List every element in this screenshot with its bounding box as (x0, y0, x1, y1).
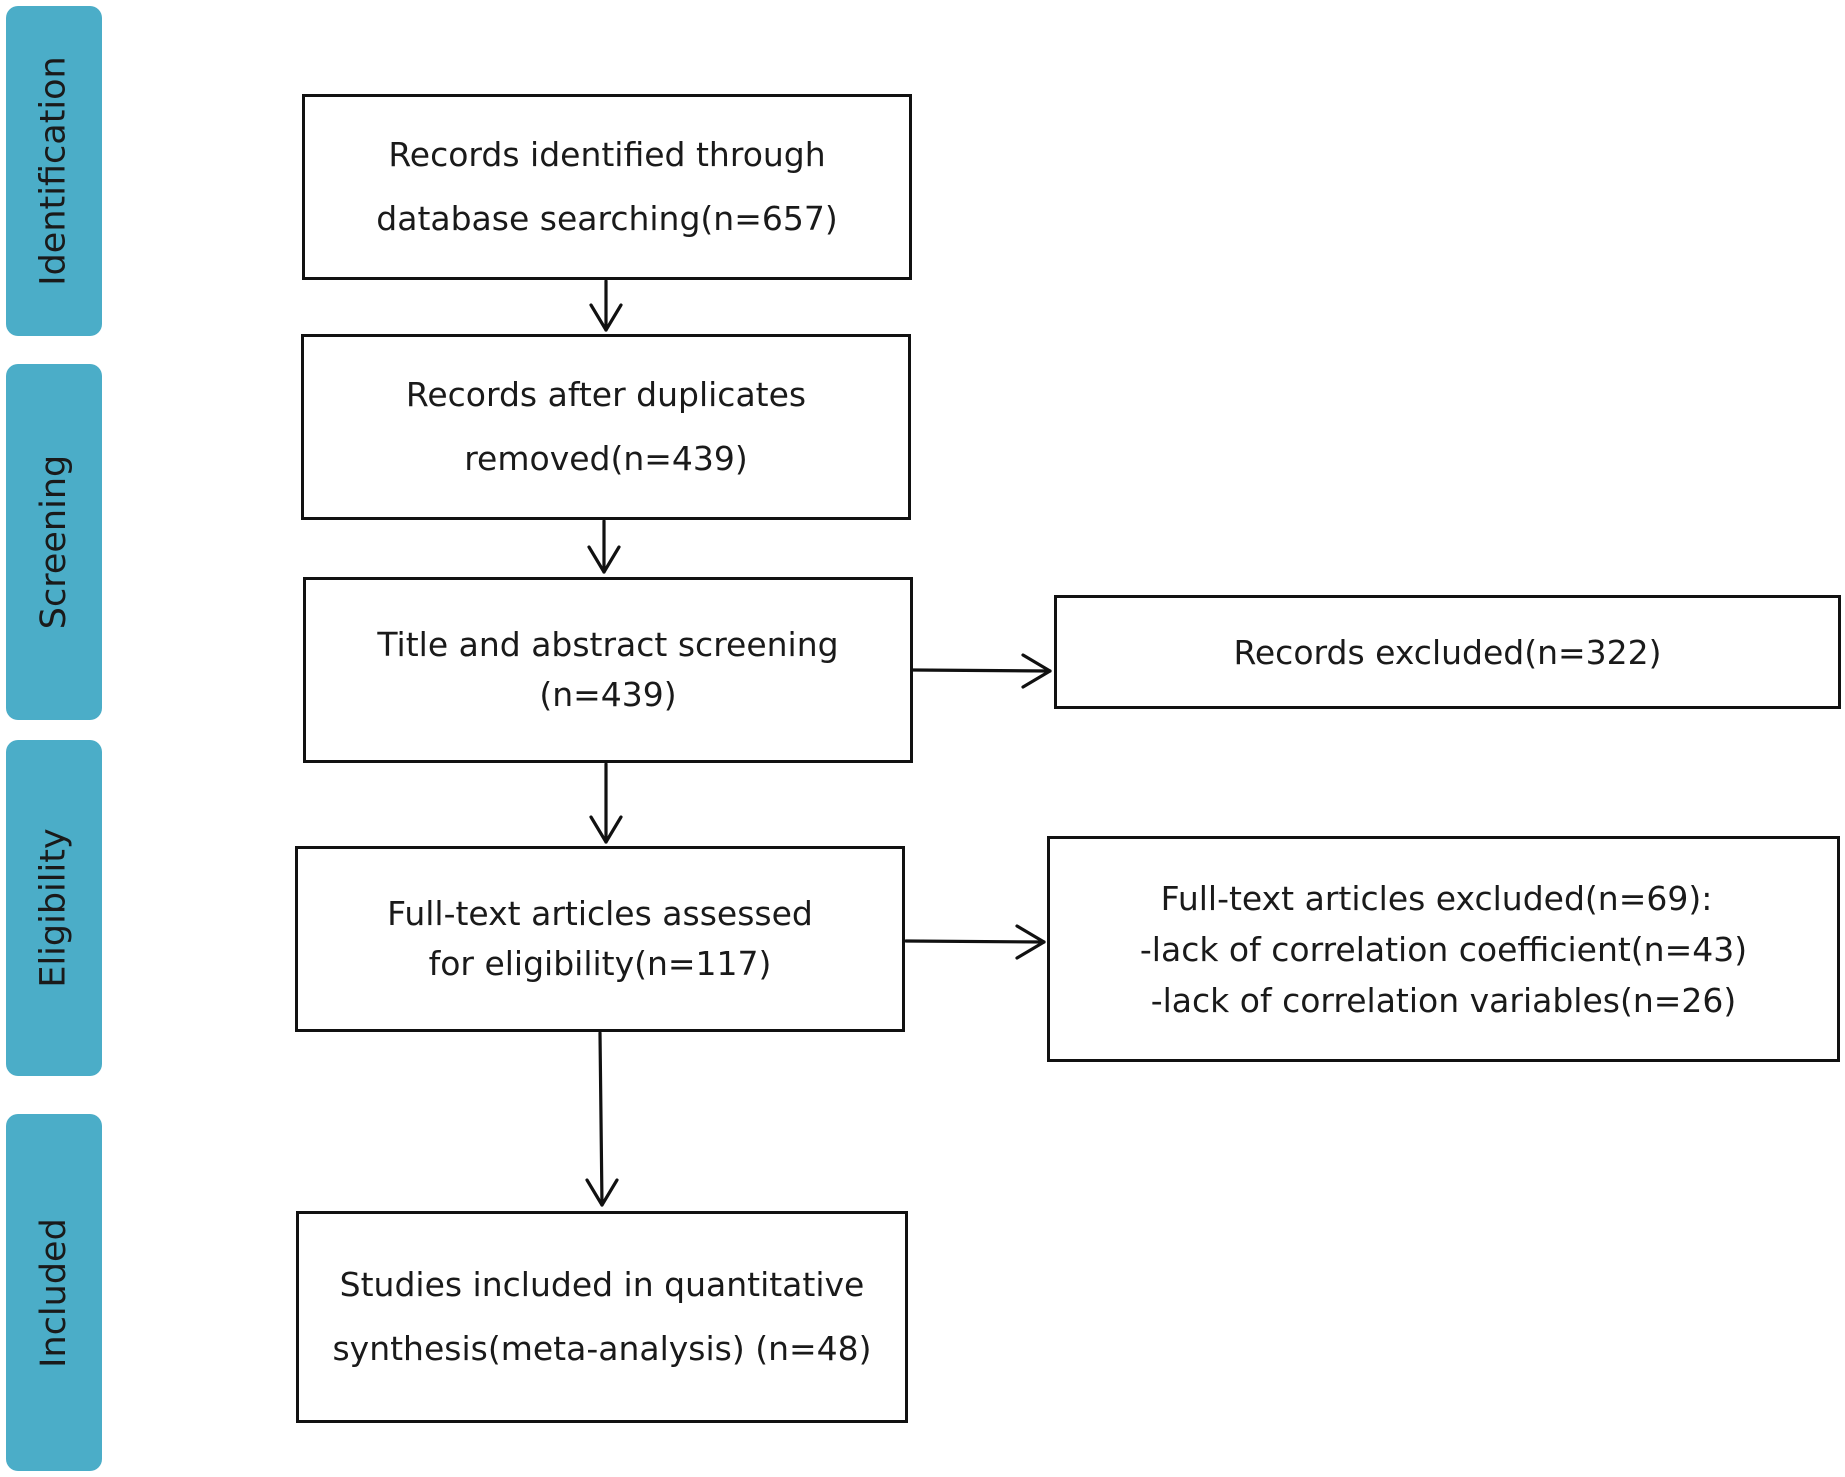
stage-eligibility-label: Eligibility (34, 828, 74, 988)
records-identified-text-2: database searching(n=657) (376, 199, 838, 238)
records-deduplicated-box: Records after duplicates removed(n=439) (301, 334, 911, 520)
stage-included-bar: Included (6, 1114, 102, 1471)
stage-screening-bar: Screening (6, 364, 102, 720)
stage-identification-bar: Identification (6, 6, 102, 336)
arrow-screening-to-excluded (911, 653, 1052, 689)
arrow-assessed-to-included (585, 1031, 619, 1207)
full-text-assessed-box: Full-text articles assessed for eligibil… (295, 846, 905, 1032)
full-text-excluded-reason-1: -lack of correlation coefficient(n=43) (1139, 929, 1748, 969)
records-deduplicated-text-1: Records after duplicates (405, 375, 807, 414)
arrow-identified-to-deduplicated (589, 279, 623, 332)
records-identified-text-1: Records identified through (388, 135, 826, 174)
records-excluded-box: Records excluded(n=322) (1054, 595, 1841, 709)
stage-screening-label: Screening (34, 454, 75, 630)
arrow-deduplicated-to-screening (587, 519, 621, 574)
full-text-excluded-box: Full-text articles excluded(n=69): -lack… (1047, 836, 1840, 1062)
records-excluded-text: Records excluded(n=322) (1233, 632, 1662, 672)
full-text-assessed-text-1: Full-text articles assessed (387, 894, 813, 933)
stage-eligibility-bar: Eligibility (6, 740, 102, 1076)
records-identified-box: Records identified through database sear… (302, 94, 912, 280)
title-abstract-screening-box: Title and abstract screening (n=439) (303, 577, 913, 763)
title-abstract-screening-text-1: Title and abstract screening (377, 625, 839, 664)
stage-identification-label: Identification (34, 56, 75, 286)
full-text-assessed-text-2: for eligibility(n=117) (428, 944, 772, 983)
arrow-assessed-to-excluded (904, 924, 1046, 960)
studies-included-text-2: synthesis(meta-analysis) (n=48) (332, 1329, 872, 1368)
stage-included-label: Included (34, 1217, 74, 1368)
studies-included-box: Studies included in quantitative synthes… (296, 1211, 908, 1423)
title-abstract-screening-text-2: (n=439) (539, 675, 677, 714)
full-text-excluded-text-1: Full-text articles excluded(n=69): (1160, 878, 1713, 918)
records-deduplicated-text-2: removed(n=439) (464, 439, 748, 478)
arrow-screening-to-assessed (589, 762, 623, 844)
full-text-excluded-reason-2: -lack of correlation variables(n=26) (1150, 980, 1737, 1020)
studies-included-text-1: Studies included in quantitative (339, 1265, 865, 1304)
